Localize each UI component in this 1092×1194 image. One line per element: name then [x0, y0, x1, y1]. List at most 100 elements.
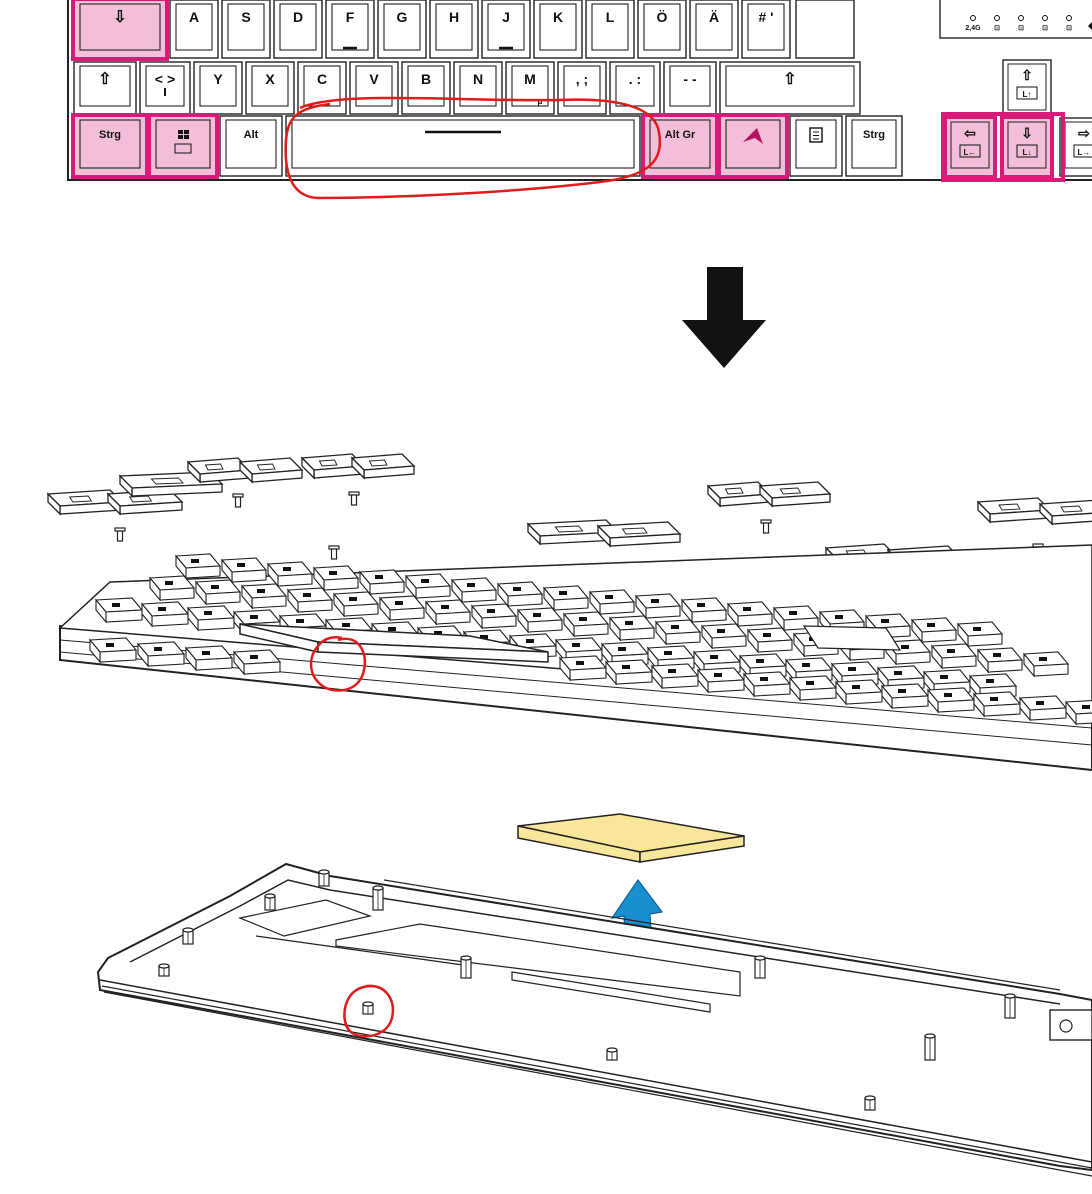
key-label: < > — [155, 71, 175, 87]
screw-post — [318, 869, 330, 887]
keycap — [596, 521, 682, 548]
screw-post — [754, 955, 766, 979]
mounted-keycap — [194, 579, 242, 606]
mounted-keycap — [1018, 695, 1068, 722]
nav-key-sublabel: L↑ — [1023, 90, 1032, 99]
mounted-keycap — [772, 605, 820, 632]
menu-icon — [809, 127, 823, 143]
enter-keycap — [802, 625, 902, 651]
mounted-keycap — [186, 605, 236, 632]
mounted-keycap — [266, 561, 314, 588]
key-alt: Alt — [219, 115, 283, 177]
mounted-keycap — [562, 611, 610, 638]
mounted-keycap — [604, 659, 654, 686]
mounted-keycap — [174, 553, 222, 580]
key-label: Alt — [244, 129, 259, 141]
nav-key-cluster: ⇧ L↑ ⇦L← ⇩ L↓ ⇨L→ — [939, 0, 1092, 182]
indicator-led: 2,4G — [965, 15, 981, 32]
status-indicators: 2,4G⊡⊡⊡⊡ — [965, 15, 1092, 32]
key-l: L — [585, 0, 635, 59]
key-label: K — [553, 9, 563, 25]
mounted-keycap — [516, 607, 564, 634]
nav-key-l: ⇦L← — [943, 115, 997, 179]
mounted-keycap — [332, 591, 380, 618]
key-symbol: ⇧ — [73, 61, 137, 115]
key-s: S — [221, 0, 271, 59]
mounted-keycap — [140, 601, 190, 628]
mounted-keycap — [696, 667, 746, 694]
key-strg: Strg — [71, 113, 149, 179]
key-strg: Strg — [845, 115, 903, 177]
usb-receiver-slot — [1049, 1009, 1092, 1041]
key-label: . : — [629, 71, 641, 87]
mounted-keycap — [588, 589, 636, 616]
nav-key-arrow: ⇧ — [1021, 67, 1033, 83]
key-k: K — [533, 0, 583, 59]
key-label: X — [265, 71, 275, 87]
key-shark-logo — [717, 113, 789, 179]
mounted-keycap — [834, 679, 884, 706]
nav-key-arrow: ⇩ — [1021, 125, 1033, 141]
down-arrow-icon — [682, 267, 766, 368]
mounted-keycap — [880, 683, 930, 710]
screw-post — [924, 1033, 936, 1061]
key-label: Alt Gr — [665, 129, 696, 141]
mounted-keycap — [94, 597, 144, 624]
key-x: X — [245, 61, 295, 115]
mounted-keycap — [700, 623, 748, 650]
keyboard-bottom-case — [96, 862, 1092, 1177]
key-label: Y — [213, 71, 223, 87]
indicator-led: ⊡ — [1066, 15, 1072, 32]
mounted-keycap — [726, 601, 774, 628]
mounted-keycap — [742, 671, 792, 698]
indicator-label: ⊡ — [1018, 25, 1024, 32]
mounted-keycap — [926, 687, 976, 714]
key-label: Ö — [657, 9, 668, 25]
indicator-label: ⊡ — [994, 25, 1000, 32]
key-ö: Ö — [637, 0, 687, 59]
key-label: ⇧ — [98, 71, 111, 88]
key-label: # ' — [758, 9, 773, 25]
key-row-bottom: Strg Alt Alt Gr Strg — [71, 113, 903, 179]
key-n: N — [453, 61, 503, 115]
key-label: S — [241, 9, 250, 25]
key-label: D — [293, 9, 303, 25]
mounted-keycap — [972, 691, 1022, 718]
nav-key-l: ⇩ L↓ — [1000, 115, 1054, 179]
mounted-keycap — [148, 575, 196, 602]
keycap — [976, 497, 1052, 524]
keycap — [300, 453, 366, 480]
key-j: J — [481, 0, 531, 59]
mounted-keycap — [788, 675, 838, 702]
mounted-keycap — [634, 593, 682, 620]
indicator-label: 2,4G — [965, 25, 981, 32]
key-label: A — [189, 9, 199, 25]
foam-pad — [517, 813, 745, 863]
mounted-keycap — [650, 663, 700, 690]
windows-logo-icon — [174, 130, 192, 154]
indicator-label: ⊡ — [1066, 25, 1072, 32]
key-symbol: # ' — [741, 0, 791, 59]
keycap — [758, 481, 832, 508]
key-d: D — [273, 0, 323, 59]
mounted-keycap — [136, 641, 186, 668]
screw-post — [606, 1047, 618, 1061]
mounted-keycap — [404, 573, 452, 600]
key-label: - - — [683, 71, 697, 87]
indicator-led: ⊡ — [1018, 15, 1024, 32]
screw-post — [864, 1095, 876, 1111]
mounted-keycap — [1022, 651, 1070, 678]
keycap — [1038, 499, 1092, 526]
nav-key-sublabel: L↓ — [1023, 148, 1032, 157]
key-label: B — [421, 71, 431, 87]
key-label: N — [473, 71, 483, 87]
mounted-keycap — [910, 617, 958, 644]
key-alt-gr: Alt Gr — [641, 113, 719, 179]
keycap — [106, 489, 184, 516]
key-label: Ä — [709, 9, 719, 25]
key-label: C — [317, 71, 327, 87]
nav-key-l: ⇨L→ — [1059, 117, 1092, 177]
mounted-keycap — [470, 603, 518, 630]
key-blank — [285, 115, 641, 177]
